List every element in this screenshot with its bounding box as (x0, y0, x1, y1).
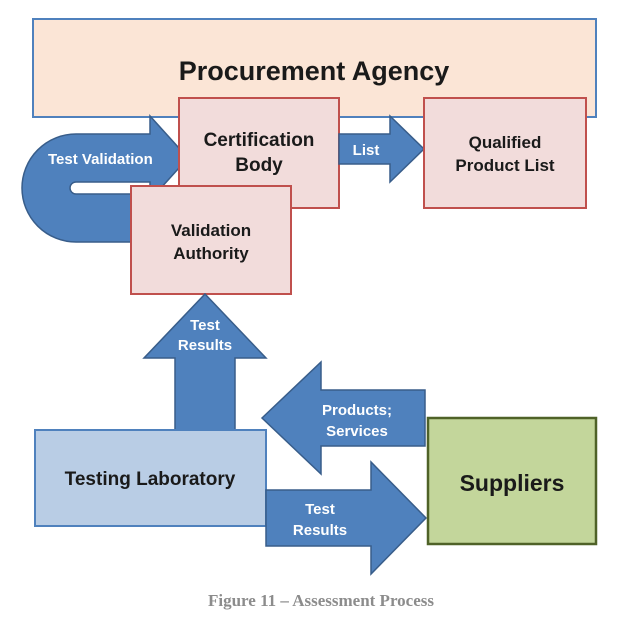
test-results-up-arrow (142, 292, 268, 431)
test-results-right-arrow (265, 460, 428, 576)
qualified-product-list-label-line2: Product List (455, 156, 555, 175)
validation-authority-label-line1: Validation (171, 221, 251, 240)
procurement-agency-label: Procurement Agency (179, 56, 450, 86)
qualified-product-list-box (423, 97, 587, 209)
validation-authority-box (130, 185, 292, 295)
list-label: List (353, 142, 380, 159)
test-results-up-label-line2: Results (178, 337, 232, 354)
test-validation-label: Test Validation (48, 151, 153, 168)
assessment-process-diagram: Procurement Agency Test Validation Certi… (21, 18, 598, 576)
products-services-label-line1: Products; (322, 402, 392, 419)
test-results-up-label-line1: Test (190, 317, 220, 334)
test-validation-arrow (21, 114, 190, 243)
certification-body-label-line1: Certification (204, 130, 315, 151)
validation-authority-label-line2: Authority (173, 244, 249, 263)
qualified-product-list-label-line1: Qualified (469, 133, 542, 152)
products-services-arrow (260, 360, 426, 476)
suppliers-label: Suppliers (460, 470, 565, 496)
test-results-right-label-line2: Results (293, 522, 347, 539)
test-results-right-label-line1: Test (305, 501, 335, 518)
testing-laboratory-box (34, 429, 267, 527)
suppliers-box (426, 416, 598, 546)
list-arrow (338, 114, 426, 184)
figure-caption: Figure 11 – Assessment Process (207, 591, 435, 610)
products-services-label-line2: Services (326, 423, 388, 440)
certification-body-label-line2: Body (235, 155, 283, 176)
testing-laboratory-label: Testing Laboratory (65, 469, 236, 490)
